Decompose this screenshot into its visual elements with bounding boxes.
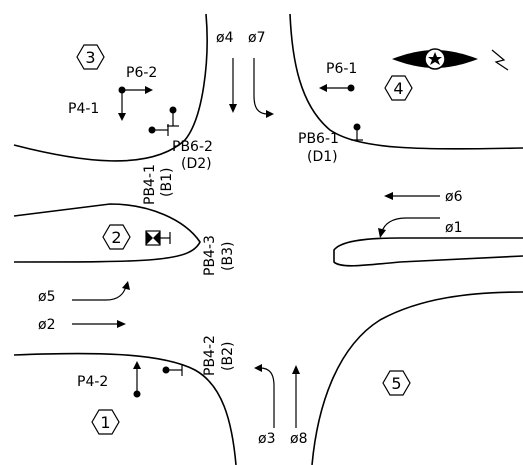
east-median-island (333, 237, 523, 267)
zone-label-5: 5 (391, 374, 401, 393)
pedestrian-signal-p4-2 (133, 361, 141, 398)
nw-curb-line (13, 13, 208, 162)
zone-label-1: 1 (100, 413, 110, 432)
pushbutton-pb4-2 (162, 364, 183, 376)
pb6-1-label: PB6-1 (298, 131, 339, 147)
pushbutton-pb6-1 (351, 123, 363, 141)
pushbutton-pb4-3 (145, 230, 171, 246)
phase-4-label: ø4 (216, 30, 234, 46)
phase-8-label: ø8 (290, 431, 307, 447)
pedestrian-signal-p6-1 (319, 84, 355, 92)
phase-3-label: ø3 (258, 431, 275, 447)
zone-label-4: 4 (393, 79, 403, 98)
zone-marker-5: 5 (382, 370, 411, 396)
phase-7-arrow (253, 58, 274, 118)
pb4-2-label: PB4-2 (202, 335, 218, 376)
pb4-3-label: PB4-3 (202, 235, 218, 276)
ne-curb-line (289, 13, 523, 150)
zone-marker-1: 1 (91, 409, 120, 435)
phase-1-arrow (378, 217, 440, 238)
phase-2-arrow (72, 320, 126, 328)
p6-1-label: P6-1 (326, 61, 357, 77)
directional-arrow-icon (491, 49, 509, 71)
sw-curb-line (13, 352, 237, 465)
phase-5-label: ø5 (38, 289, 55, 305)
p4-2-label: P4-2 (77, 374, 108, 390)
se-curb-line (311, 291, 523, 465)
zone-marker-3: 3 (76, 44, 105, 70)
phase-2-label: ø2 (38, 317, 55, 333)
b2-label: (B2) (220, 342, 236, 371)
phase-8-arrow (292, 365, 300, 428)
pushbutton-pb6-2 (167, 106, 179, 127)
zone-label-3: 3 (85, 48, 95, 67)
pb4-1-label: PB4-1 (142, 164, 158, 205)
p6-2-label: P6-2 (126, 65, 157, 81)
phase-6-arrow (384, 192, 440, 200)
b3-label: (B3) (220, 242, 236, 271)
zone-marker-4: 4 (384, 75, 413, 101)
camera-detector-icon (392, 48, 478, 70)
phase-6-label: ø6 (445, 189, 463, 205)
phase-1-label: ø1 (445, 220, 462, 236)
phase-3-arrow (254, 364, 275, 428)
pedestrian-signal-p6-2-p4-1 (118, 86, 153, 121)
pb6-2-label: PB6-2 (172, 139, 213, 155)
pushbutton-pb4-1 (148, 124, 169, 136)
b1-label: (B1) (159, 168, 175, 197)
d1-label: (D1) (307, 149, 338, 165)
phase-4-arrow (229, 58, 237, 113)
phase-7-label: ø7 (248, 30, 265, 46)
phase-5-arrow (72, 281, 130, 301)
p4-1-label: P4-1 (68, 101, 99, 117)
zone-label-2: 2 (111, 228, 121, 247)
d2-label: (D2) (181, 156, 212, 172)
zone-marker-2: 2 (102, 224, 131, 250)
west-median-island (13, 203, 201, 263)
